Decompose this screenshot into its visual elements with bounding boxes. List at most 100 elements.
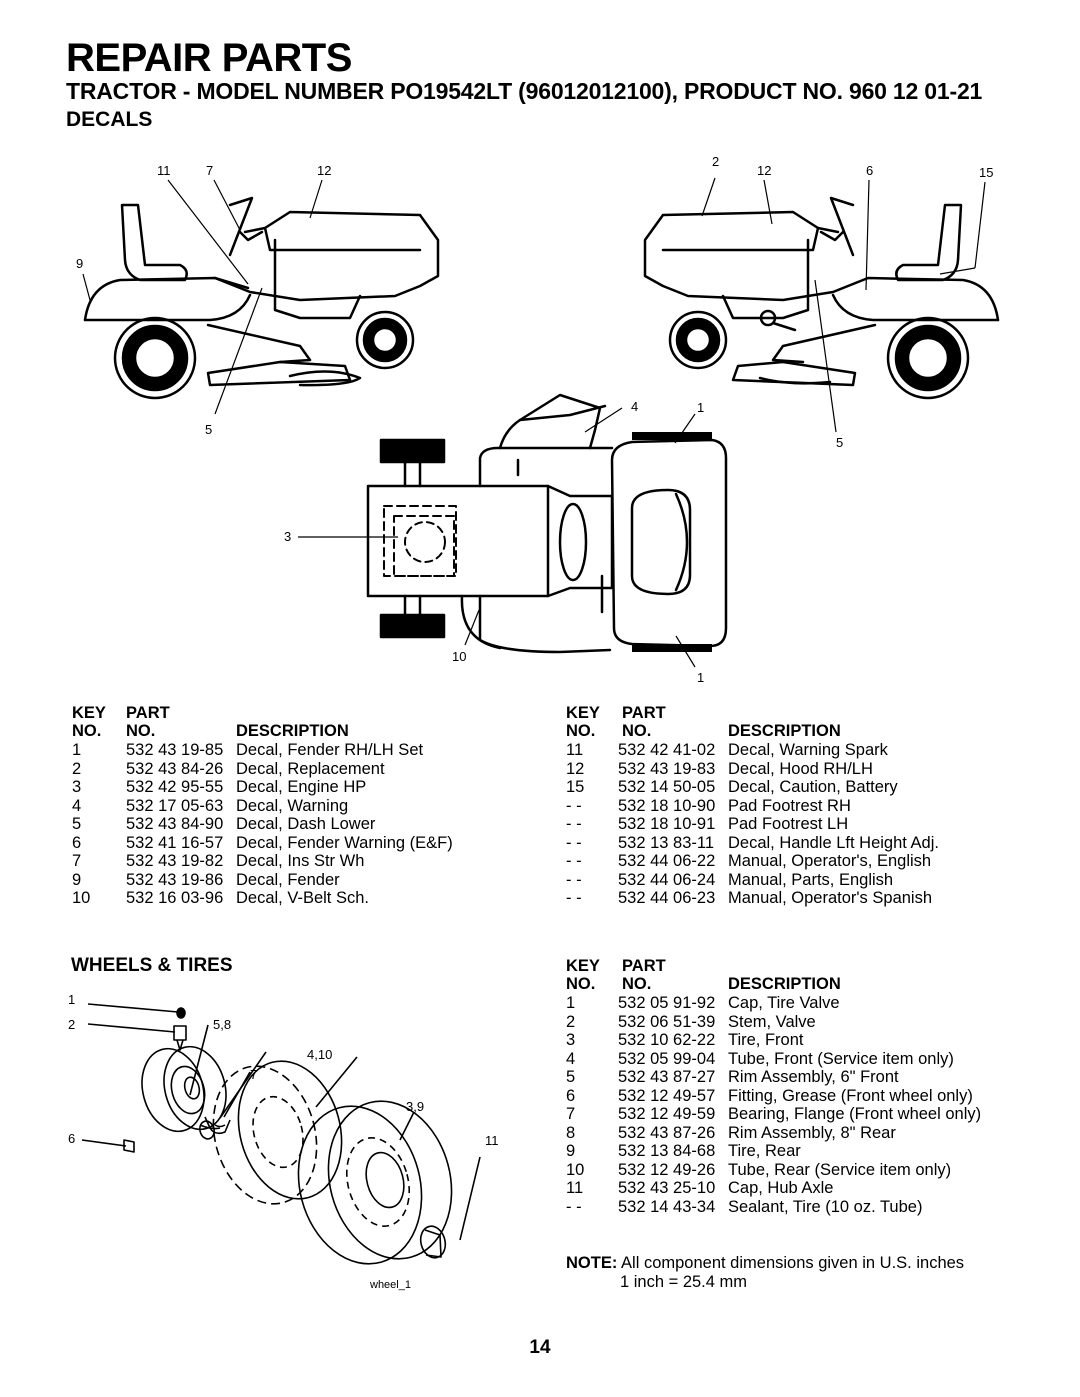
callout-7: 7: [206, 163, 213, 178]
cell-part: 532 17 05-63: [126, 796, 224, 815]
col-key-bottom: NO.: [72, 722, 102, 740]
cell-key: - -: [566, 815, 582, 833]
cell-key: 1: [72, 741, 82, 759]
cell-desc: Tube, Front (Service item only): [728, 1049, 954, 1068]
cell-key: 8: [566, 1123, 576, 1142]
wheel-callout-2: 2: [68, 1017, 75, 1032]
cell-part: 532 42 95-55: [126, 778, 224, 796]
wheel-callout-4-10: 4,10: [307, 1047, 332, 1062]
note: NOTE: All component dimensions given in …: [566, 1254, 964, 1291]
callout-15: 15: [979, 165, 993, 180]
wheel-callout-1: 1: [68, 992, 75, 1007]
cell-key: 3: [72, 778, 82, 796]
cell-key: 5: [566, 1068, 576, 1086]
cell-desc: Cap, Tire Valve: [728, 994, 840, 1012]
cell-key: - -: [566, 852, 582, 870]
cell-desc: Decal, Dash Lower: [236, 815, 376, 833]
callout-4: 4: [631, 399, 638, 414]
cell-key: 2: [566, 1012, 576, 1031]
col-key-bottom: NO.: [566, 722, 596, 740]
cell-part: 532 43 25-10: [618, 1179, 716, 1197]
tractor-top-view: [366, 393, 728, 654]
cell-part: 532 16 03-96: [126, 889, 224, 907]
cell-part: 532 43 84-90: [126, 815, 224, 833]
cell-desc: Decal, Warning Spark: [728, 741, 888, 759]
col-key-top: KEY: [566, 957, 600, 975]
cell-part: 532 13 84-68: [618, 1142, 716, 1160]
decals-diagram: 11 7 12 9 5 2 12 6 15 5 4 1 3 10 1: [76, 154, 1000, 685]
cell-desc: Tube, Rear (Service item only): [728, 1160, 952, 1179]
cell-desc: Decal, Warning: [236, 796, 349, 815]
cell-part: 532 05 99-04: [618, 1049, 716, 1068]
callout-9: 9: [76, 256, 83, 271]
callout-12: 12: [757, 163, 771, 178]
cell-part: 532 18 10-91: [618, 815, 716, 833]
cell-key: 9: [72, 870, 82, 889]
cell-key: 4: [566, 1049, 576, 1068]
cell-key: 15: [566, 778, 585, 796]
col-part-bottom: NO.: [622, 975, 652, 993]
cell-part: 532 12 49-59: [618, 1105, 716, 1123]
page-number: 14: [529, 1337, 551, 1358]
cell-desc: Stem, Valve: [728, 1012, 816, 1031]
cell-part: 532 43 19-85: [126, 741, 224, 759]
cell-part: 532 10 62-22: [618, 1031, 716, 1049]
cell-part: 532 43 84-26: [126, 759, 224, 778]
cell-desc: Decal, Fender: [236, 870, 340, 889]
cell-desc: Decal, Ins Str Wh: [236, 852, 365, 870]
cell-desc: Manual, Parts, English: [728, 870, 894, 889]
cell-key: 3: [566, 1031, 576, 1049]
wheel-callout-6: 6: [68, 1131, 75, 1146]
cell-desc: Bearing, Flange (Front wheel only): [728, 1105, 982, 1123]
cell-part: 532 18 10-90: [618, 796, 716, 815]
cell-desc: Pad Footrest RH: [728, 796, 851, 815]
cell-key: 10: [72, 889, 91, 907]
cell-key: 1: [566, 994, 576, 1012]
table-row: 1 532 43 19-85 Decal, Fender RH/LH Set: [66, 741, 486, 760]
cell-desc: Manual, Operator's, English: [728, 852, 932, 870]
cell-part: 532 06 51-39: [618, 1012, 716, 1031]
cell-part: 532 43 19-86: [126, 870, 224, 889]
callout-3: 3: [284, 529, 291, 544]
table-row: 9 532 43 19-86 Decal, Fender: [66, 871, 486, 890]
col-part-top: PART: [126, 704, 170, 722]
callout-2: 2: [712, 154, 719, 169]
cell-desc: Decal, Fender RH/LH Set: [236, 741, 424, 759]
cell-key: 9: [566, 1142, 576, 1160]
table-row: 4 532 05 99-04 Tube, Front (Service item o…: [566, 1050, 1016, 1069]
cell-key: 10: [566, 1160, 585, 1179]
callout-5: 5: [836, 435, 843, 450]
cell-part: 532 43 19-83: [618, 759, 716, 778]
wheels-tires-heading: WHEELS & TIRES: [71, 955, 233, 976]
col-description: DESCRIPTION: [236, 722, 349, 740]
cell-desc: Decal, Replacement: [236, 759, 385, 778]
cell-desc: Sealant, Tire (10 oz. Tube): [728, 1197, 923, 1216]
wheels-diagram: 1 2 5,8 4,10 7 3,9 6 11 wheel_1: [68, 992, 499, 1291]
tractor-side-view-left: [83, 196, 440, 400]
cell-desc: Decal, Fender Warning (E&F): [236, 833, 453, 852]
cell-desc: Decal, Engine HP: [236, 778, 367, 796]
col-description: DESCRIPTION: [728, 975, 841, 993]
cell-part: 532 44 06-24: [618, 870, 716, 889]
col-description: DESCRIPTION: [728, 722, 841, 740]
table-row: 3 532 42 95-55 Decal, Engine HP: [66, 778, 486, 797]
cell-key: 12: [566, 759, 585, 778]
decals-heading: DECALS: [66, 108, 153, 131]
